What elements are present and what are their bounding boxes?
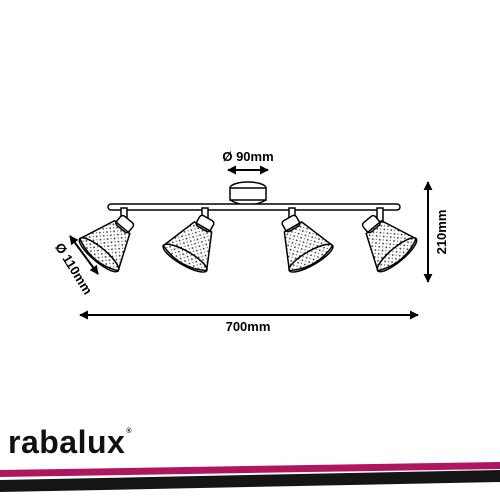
mounting-bar [107,203,401,211]
mount-diameter-dimension: Ø 90mm [222,149,274,175]
height-dimension: 210mm [423,181,449,283]
brand-name: rabalux [8,424,126,460]
rabalux-logo: rabalux® [8,424,132,461]
ceiling-mount [229,181,267,206]
mount-diameter-label: Ø 90mm [222,149,273,164]
spotlight-shade [361,207,418,273]
brand-stripes [0,462,500,492]
width-label: 700mm [226,319,271,334]
spotlight-shade [281,207,334,273]
registered-mark: ® [126,428,132,435]
spotlight-shades [78,207,418,273]
height-label: 210mm [434,210,449,255]
magenta-stripe [0,462,500,477]
width-dimension: 700mm [79,310,419,334]
dark-stripe [0,470,500,492]
spotlight-shade [162,207,215,273]
spotlight-shade [78,207,135,273]
